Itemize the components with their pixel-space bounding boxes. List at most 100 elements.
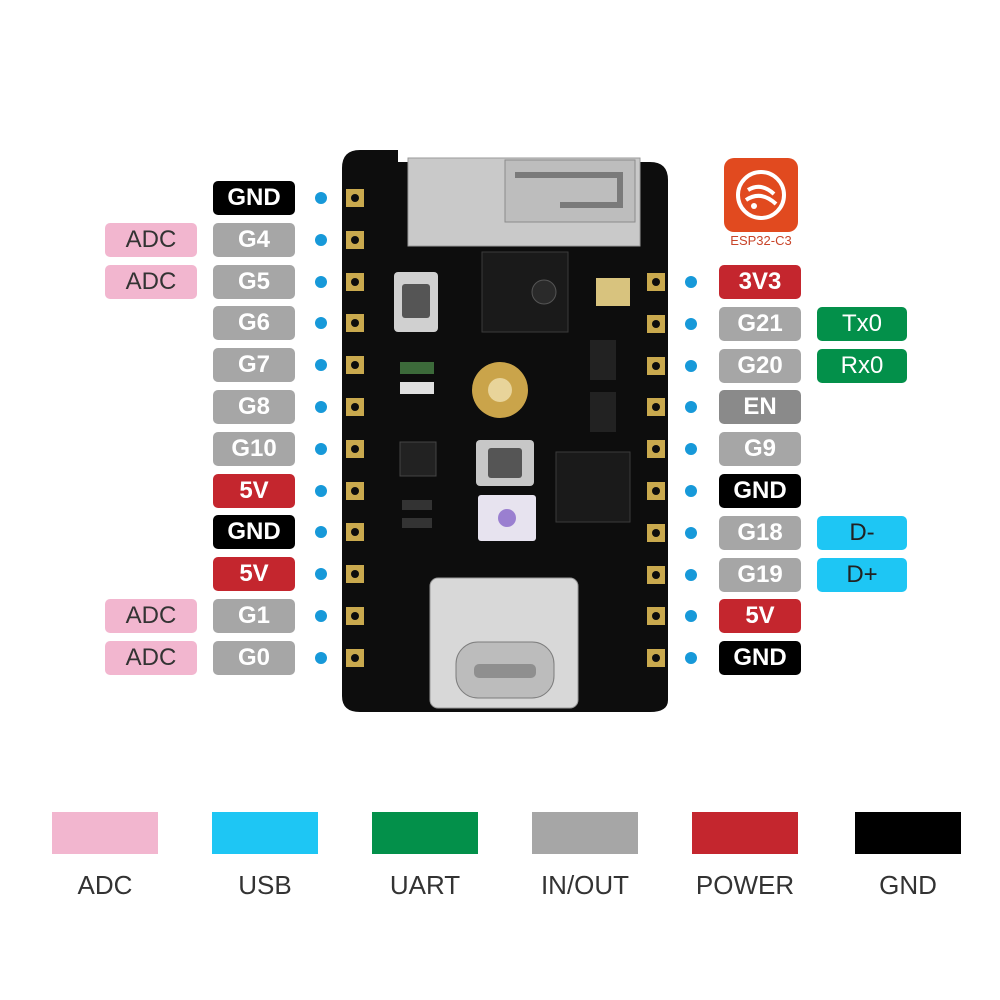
left-pin-dot — [315, 485, 327, 497]
reset-button-cap — [488, 448, 522, 478]
left-pin-dot — [315, 568, 327, 580]
right-pin-pad-hole — [652, 362, 660, 370]
right-pin-pad-hole — [652, 654, 660, 662]
right-pin-dot — [685, 318, 697, 330]
antenna-area — [504, 159, 636, 223]
right-pin-dot — [685, 527, 697, 539]
antenna-trace — [515, 172, 623, 208]
right-pin-pad-hole — [652, 529, 660, 537]
boot-button-cap — [402, 284, 430, 318]
smd-led — [400, 382, 434, 394]
mounting-hole-inner — [488, 378, 512, 402]
right-pin-function: Rx0 — [817, 349, 907, 383]
legend-label: ADC — [77, 870, 133, 900]
right-pin-function: D- — [817, 516, 907, 550]
right-pin-function: D+ — [817, 558, 907, 592]
right-pin-dot — [685, 569, 697, 581]
left-pin-dot — [315, 401, 327, 413]
left-pin-label: GND — [213, 181, 295, 215]
module-name-caption: ESP32-C3 — [730, 233, 792, 248]
usb-c-tongue — [474, 664, 536, 678]
left-pin-pad-hole — [351, 445, 359, 453]
left-pin-dot — [315, 610, 327, 622]
rgb-led-core — [498, 509, 516, 527]
right-pin-dot — [685, 360, 697, 372]
mosfet-2 — [590, 392, 616, 432]
right-pin-pad-hole — [652, 278, 660, 286]
legend-label: USB — [238, 870, 292, 900]
legend-swatch — [532, 812, 638, 854]
smd-res-1 — [402, 500, 432, 510]
left-pin-label: 5V — [213, 557, 295, 591]
left-pin-dot — [315, 443, 327, 455]
left-pin-label: GND — [213, 515, 295, 549]
legend-swatch — [855, 812, 961, 854]
right-pin-label: 5V — [719, 599, 801, 633]
right-pin-pad-hole — [652, 445, 660, 453]
right-pin-label: 3V3 — [719, 265, 801, 299]
left-pin-pad-hole — [351, 319, 359, 327]
left-pin-label: G8 — [213, 390, 295, 424]
smd-res-2 — [402, 518, 432, 528]
right-pin-label: EN — [719, 390, 801, 424]
left-pin-pad-hole — [351, 612, 359, 620]
left-pin-label: G10 — [213, 432, 295, 466]
right-pin-label: GND — [719, 474, 801, 508]
left-pin-label: G6 — [213, 306, 295, 340]
left-pin-pad-hole — [351, 403, 359, 411]
left-pin-dot — [315, 192, 327, 204]
legend-label: UART — [389, 870, 461, 900]
right-pin-label: GND — [719, 641, 801, 675]
left-pin-label: G7 — [213, 348, 295, 382]
crystal — [596, 278, 630, 306]
right-pin-label: G9 — [719, 432, 801, 466]
left-pin-dot — [315, 234, 327, 246]
right-pin-pad-hole — [652, 403, 660, 411]
right-pin-function: Tx0 — [817, 307, 907, 341]
right-pin-dot — [685, 485, 697, 497]
right-pin-pad-hole — [652, 612, 660, 620]
left-pin-pad-hole — [351, 528, 359, 536]
right-pin-label: G19 — [719, 558, 801, 592]
left-pin-label: G0 — [213, 641, 295, 675]
left-pin-dot — [315, 359, 327, 371]
regulator — [399, 441, 437, 477]
legend-swatch — [692, 812, 798, 854]
left-pin-label: 5V — [213, 474, 295, 508]
left-pin-pad-hole — [351, 654, 359, 662]
left-pin-label: G4 — [213, 223, 295, 257]
left-pin-pad-hole — [351, 570, 359, 578]
right-pin-pad-hole — [652, 320, 660, 328]
chip-logo — [531, 279, 557, 305]
right-pin-label: G18 — [719, 516, 801, 550]
left-pin-pad-hole — [351, 487, 359, 495]
left-pin-label: G5 — [213, 265, 295, 299]
left-pin-pad-hole — [351, 361, 359, 369]
left-header-pads — [346, 189, 364, 667]
legend-label: POWER — [695, 870, 795, 900]
left-pin-function: ADC — [105, 599, 197, 633]
mosfet-1 — [590, 340, 616, 380]
left-pin-pad-hole — [351, 236, 359, 244]
left-pin-dot — [315, 317, 327, 329]
left-pin-pad-hole — [351, 194, 359, 202]
left-pin-pad-hole — [351, 278, 359, 286]
right-pin-dot — [685, 443, 697, 455]
left-pin-label: G1 — [213, 599, 295, 633]
legend-swatch — [52, 812, 158, 854]
espressif-logo-icon — [736, 170, 786, 220]
left-pin-function: ADC — [105, 641, 197, 675]
left-pin-function: ADC — [105, 265, 197, 299]
left-pin-dot — [315, 526, 327, 538]
left-pin-function: ADC — [105, 223, 197, 257]
smd-cap — [400, 362, 434, 374]
left-pin-dot — [315, 652, 327, 664]
legend-swatch — [212, 812, 318, 854]
right-pin-dot — [685, 401, 697, 413]
espressif-logo — [724, 158, 798, 232]
right-pin-pad-hole — [652, 571, 660, 579]
left-pin-dot — [315, 276, 327, 288]
right-pin-pad-hole — [652, 487, 660, 495]
right-pin-dot — [685, 276, 697, 288]
